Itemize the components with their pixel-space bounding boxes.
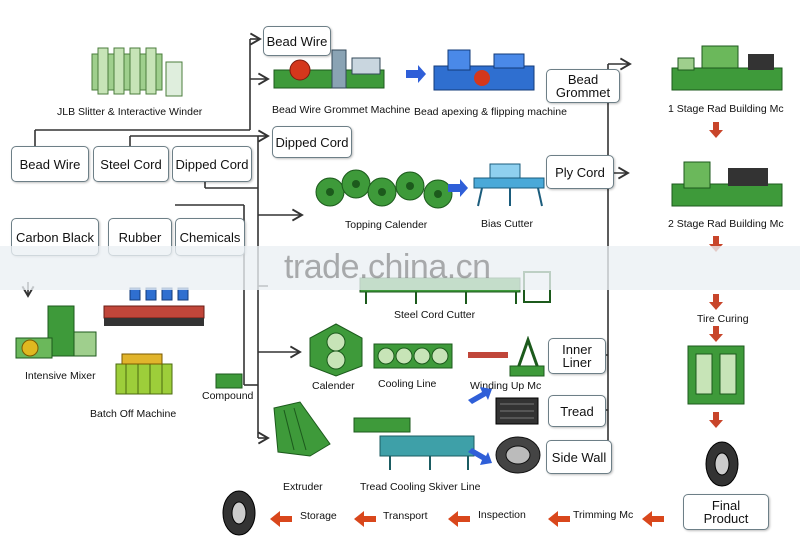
cooling-line-illustration [373, 343, 453, 369]
batch-off-label: Batch Off Machine [90, 408, 177, 420]
bead-apexing-label: Bead apexing & flipping machine [414, 106, 567, 118]
inner-liner-box: Inner Liner [548, 338, 606, 374]
winding-up-illustration [468, 336, 545, 377]
topping-calender-label: Topping Calender [345, 219, 428, 231]
trimming-label: Trimming Mc [573, 509, 634, 521]
arrow-down-icon [709, 412, 723, 428]
tread-cooling-illustration [353, 417, 475, 470]
jlb-slitter-illustration [91, 47, 183, 97]
extruder-label: Extruder [283, 481, 323, 493]
stage2-label: 2 Stage Rad Building Mc [668, 218, 784, 230]
storage-tire-icon [222, 490, 256, 536]
arrow-left-icon [354, 511, 376, 527]
arrow-down-icon [709, 326, 723, 342]
ply-cord-box: Ply Cord [546, 155, 614, 189]
bead-apexing-illustration [433, 49, 535, 91]
bead-grommet-machine-illustration [273, 49, 385, 89]
side-wall-illustration [495, 436, 541, 474]
tread-box: Tread [548, 395, 606, 427]
side-wall-box: Side Wall [546, 440, 612, 474]
calender-illustration [309, 323, 363, 377]
arrow-down-icon [709, 294, 723, 310]
arrow-left-icon [270, 511, 292, 527]
steel-cord-raw-box: Steel Cord [93, 146, 169, 182]
dipped-cord-raw-box: Dipped Cord [172, 146, 252, 182]
calender-label: Calender [312, 380, 355, 392]
stage1-label: 1 Stage Rad Building Mc [668, 103, 784, 115]
bias-cutter-illustration [473, 163, 545, 207]
jlb-slitter-label: JLB Slitter & Interactive Winder [57, 106, 203, 118]
tread-illustration [495, 397, 539, 425]
arrow-up-right-icon [468, 387, 492, 404]
arrow-down-right-icon [468, 448, 492, 465]
bead-wire-box: Bead Wire [263, 26, 331, 56]
arrow-left-icon [448, 511, 470, 527]
bead-grommet-machine-label: Bead Wire Grommet Machine [272, 104, 411, 116]
final-product-box: Final Product [683, 494, 769, 530]
transport-label: Transport [383, 510, 428, 522]
intensive-mixer-label: Intensive Mixer [25, 370, 96, 382]
bead-wire-raw-box: Bead Wire [11, 146, 89, 182]
watermark-text: trade.china.cn [284, 248, 491, 286]
topping-calender-illustration [315, 169, 453, 209]
stage1-building-illustration [671, 45, 783, 91]
stage2-building-illustration [671, 161, 783, 207]
arrow-left-icon [642, 511, 664, 527]
arrow-right-icon [448, 179, 468, 197]
dipped-cord-box: Dipped Cord [272, 126, 352, 158]
tire-curing-illustration [687, 345, 745, 405]
inspection-label: Inspection [478, 509, 526, 521]
arrow-right-icon [406, 65, 426, 83]
arrow-left-icon [548, 511, 570, 527]
tire-curing-label: Tire Curing [697, 313, 749, 325]
batch-off-machine-illustration [115, 353, 173, 395]
watermark-band [0, 246, 800, 290]
intensive-mixer-illustration [15, 305, 97, 359]
compound-label: Compound [202, 390, 254, 402]
arrow-down-icon [709, 122, 723, 138]
steel-cord-cutter-label: Steel Cord Cutter [394, 309, 476, 321]
bead-grommet-box: Bead Grommet [546, 69, 620, 103]
cooling-line-label: Cooling Line [378, 378, 437, 390]
final-tire-icon [705, 441, 739, 487]
compound-illustration [215, 373, 243, 389]
storage-label: Storage [300, 510, 337, 522]
tread-cooling-label: Tread Cooling Skiver Line [360, 481, 481, 493]
bias-cutter-label: Bias Cutter [481, 218, 533, 230]
extruder-illustration [273, 401, 331, 457]
